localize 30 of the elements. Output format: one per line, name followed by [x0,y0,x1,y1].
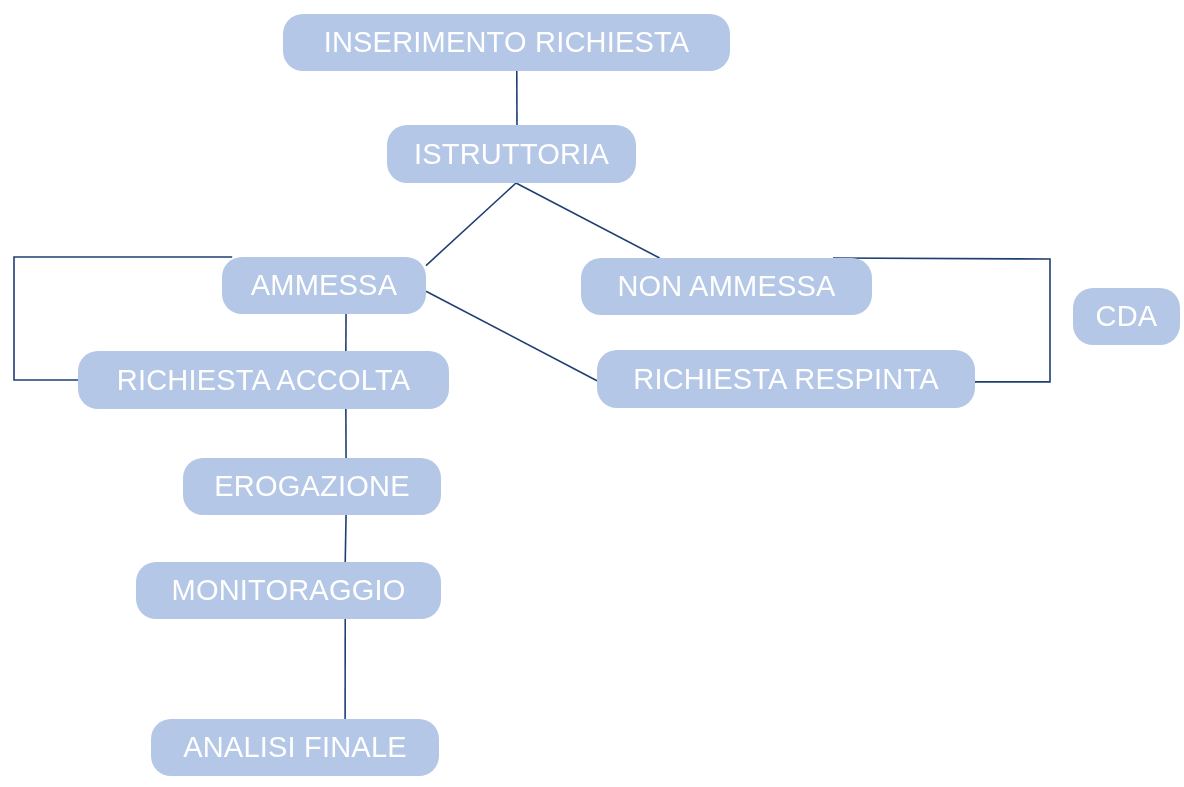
connector-line [515,182,661,259]
connector-line [344,618,347,720]
process-box [183,458,441,515]
connector-line [13,256,233,381]
connector-line [344,514,347,563]
process-box [136,562,441,619]
box-label: ANALISI FINALE [183,731,407,764]
box-label: NON AMMESSA [617,270,836,303]
box-label: ISTRUTTORIA [414,137,609,171]
process-box [597,350,975,408]
box-label: EROGAZIONE [214,470,410,503]
connector-line [425,182,517,267]
box-label: AMMESSA [250,269,398,302]
box-label: RICHIESTA RESPINTA [633,362,939,396]
box-label: MONITORAGGIO [171,574,406,607]
process-box [283,14,730,71]
connector-line [345,313,347,352]
connector-line [425,290,598,382]
connector-line [516,70,518,126]
box-label: INSERIMENTO RICHIESTA [323,26,690,59]
process-box [581,258,872,315]
process-box [222,257,426,314]
box-label: RICHIESTA ACCOLTA [116,363,411,397]
process-box [387,125,636,183]
box-label: CDA [1095,300,1158,333]
process-box [151,719,439,776]
process-box [1073,288,1180,345]
connector-line [345,408,347,459]
process-box [78,351,449,409]
connector-line [832,257,1051,383]
